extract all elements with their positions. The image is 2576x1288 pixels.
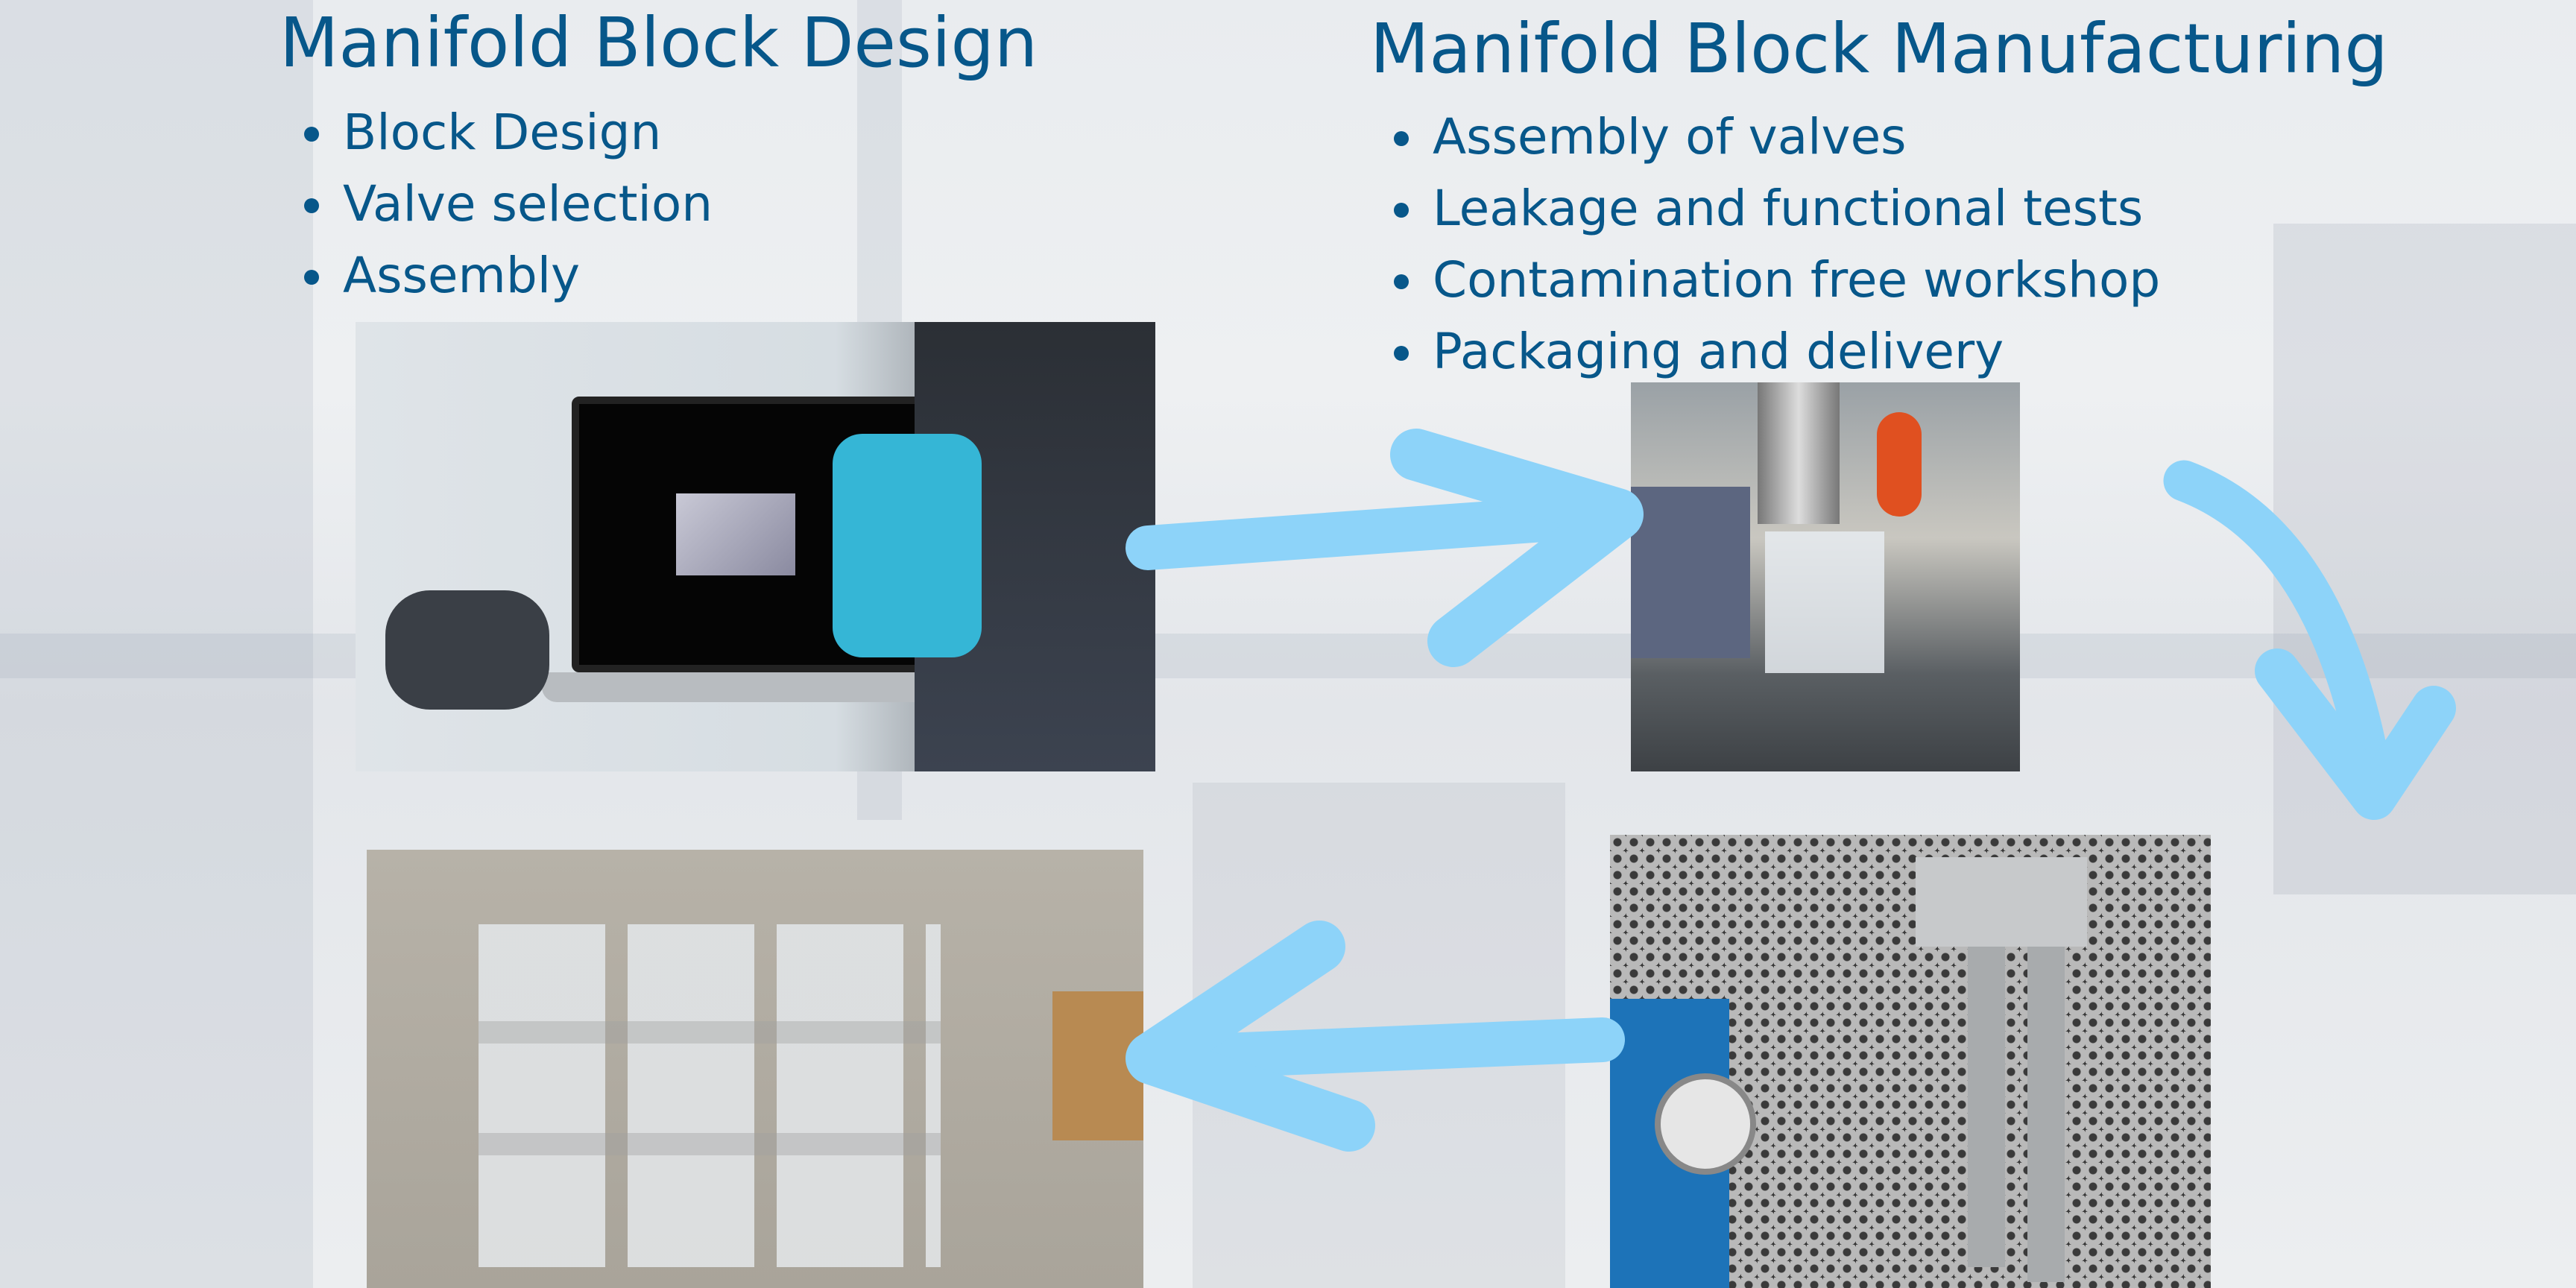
bullet-item: Leakage and functional tests xyxy=(1394,173,2160,244)
bullet-item: Contamination free workshop xyxy=(1394,244,2160,316)
bullet-item: Assembly xyxy=(304,240,713,312)
design-bullets: Block Design Valve selection Assembly xyxy=(304,97,713,312)
laptop-cad-design-photo xyxy=(356,322,1155,771)
packaged-blocks-photo xyxy=(367,850,1143,1288)
test-bench-photo xyxy=(1610,835,2211,1288)
design-title: Manifold Block Design xyxy=(280,3,1038,83)
bullet-item: Assembly of valves xyxy=(1394,101,2160,173)
bullet-item: Valve selection xyxy=(304,168,713,240)
cnc-machining-photo xyxy=(1631,382,2020,771)
bullet-item: Block Design xyxy=(304,97,713,168)
manufacturing-bullets: Assembly of valves Leakage and functiona… xyxy=(1394,101,2160,388)
bullet-item: Packaging and delivery xyxy=(1394,316,2160,388)
manufacturing-title: Manifold Block Manufacturing xyxy=(1370,9,2388,89)
